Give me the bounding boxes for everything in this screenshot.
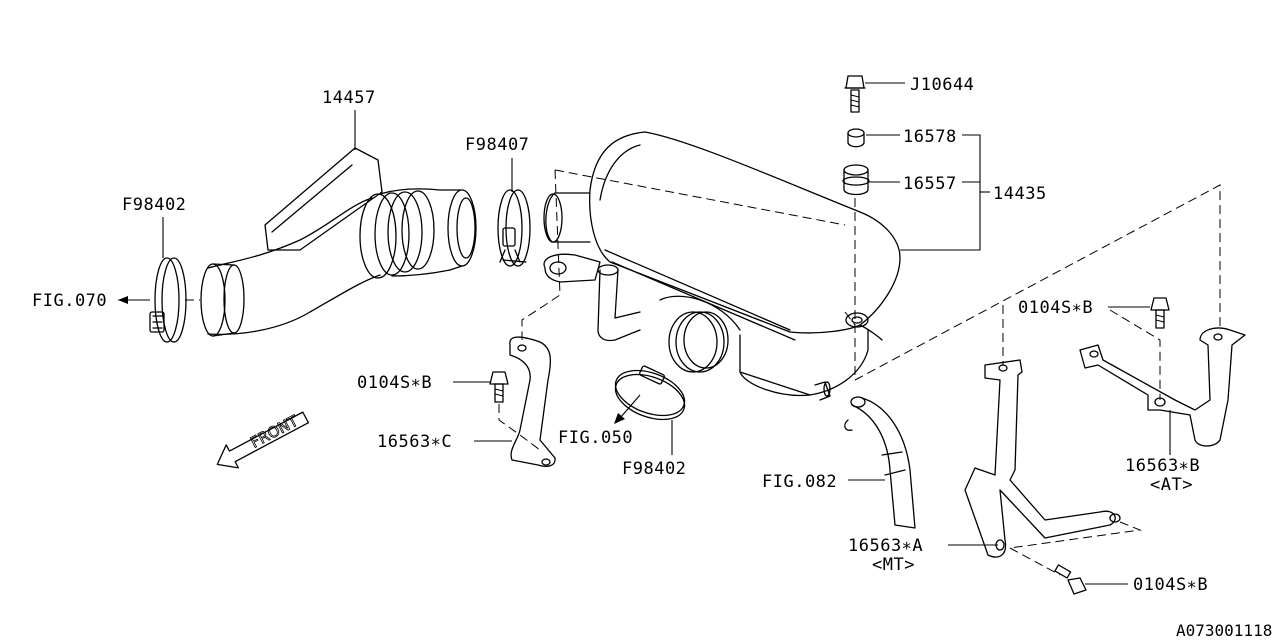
hose-clamp-center[interactable] — [497, 189, 531, 267]
label-mt: <MT> — [872, 555, 915, 575]
bolt-0104s-b-left[interactable] — [489, 371, 509, 403]
label-at: <AT> — [1150, 475, 1193, 495]
label-16578: 16578 — [903, 127, 957, 147]
label-16563-c: 16563∗C — [377, 432, 452, 452]
hose-clamp-left[interactable] — [149, 257, 187, 343]
bolt-0104s-b-right-top[interactable] — [1150, 297, 1170, 329]
label-fig050[interactable]: FIG.050 — [558, 428, 633, 448]
bolt-0104s-b-right-bottom[interactable] — [1054, 564, 1087, 595]
front-arrow-icon — [216, 411, 310, 469]
label-bolt-b-right-bottom: 0104S∗B — [1133, 575, 1208, 595]
drain-hose[interactable] — [844, 396, 916, 529]
hose-clamp-bottom[interactable] — [609, 362, 690, 428]
arrowheads — [118, 296, 625, 424]
leader-lines — [118, 82, 1171, 585]
label-14435: 14435 — [993, 184, 1047, 204]
air-cleaner-case[interactable] — [543, 131, 901, 401]
label-j10644: J10644 — [910, 75, 974, 95]
label-14457: 14457 — [322, 88, 376, 108]
bolt-j10644[interactable] — [844, 75, 866, 113]
label-bolt-b-right-top: 0104S∗B — [1018, 298, 1093, 318]
label-16563-a: 16563∗A — [848, 536, 923, 556]
part-labels: 14457 F98402 F98407 J10644 16578 16557 1… — [32, 75, 1272, 640]
collar-16578[interactable] — [847, 128, 865, 148]
label-f98402-left: F98402 — [122, 195, 186, 215]
label-f98402-bottom: F98402 — [622, 459, 686, 479]
label-fig070[interactable]: FIG.070 — [32, 291, 107, 311]
front-text: FRONT — [247, 411, 301, 451]
label-f98407: F98407 — [465, 135, 529, 155]
bracket-16563-b[interactable] — [1079, 327, 1246, 447]
label-16557: 16557 — [903, 174, 957, 194]
air-intake-duct[interactable] — [200, 147, 477, 337]
grommet-16557[interactable] — [842, 164, 870, 196]
label-bolt-b-left: 0104S∗B — [357, 373, 432, 393]
label-16563-b: 16563∗B — [1125, 456, 1200, 476]
bracket-16563-a[interactable] — [964, 359, 1121, 558]
label-fig082[interactable]: FIG.082 — [762, 472, 837, 492]
assembly-lines — [185, 169, 1221, 576]
bracket-16563-c[interactable] — [509, 336, 556, 467]
diagram-id: A073001118 — [1176, 621, 1272, 640]
